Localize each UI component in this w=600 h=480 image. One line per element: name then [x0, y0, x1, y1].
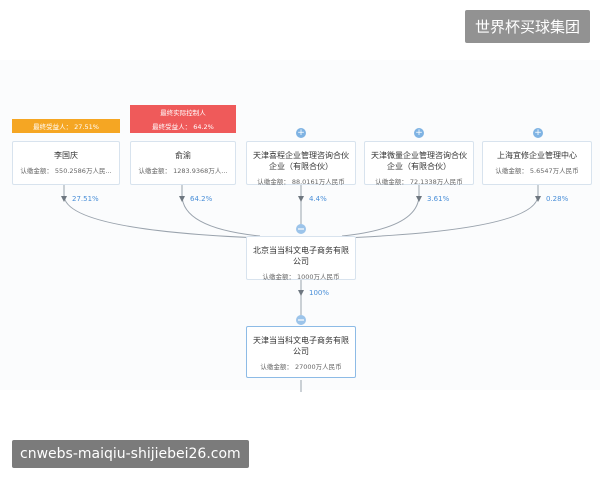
share-percent: 100%: [309, 289, 330, 297]
connector-1: [63, 185, 261, 239]
expand-icon[interactable]: +: [296, 128, 306, 138]
expand-icon[interactable]: +: [414, 128, 424, 138]
beneficiary-tag: 最终受益人： 27.51%: [12, 119, 120, 133]
company-name: 北京当当科文电子商务有限公司: [253, 246, 349, 266]
shareholder-name: 李国庆: [54, 151, 78, 160]
share-percent: 3.61%: [427, 195, 450, 203]
connector-5: [341, 185, 539, 239]
share-percent: 0.28%: [546, 195, 569, 203]
shareholder-node[interactable]: 上海宜修企业管理中心 认缴金额： 5.6547万人民币: [482, 141, 592, 185]
connector-4: [341, 185, 420, 237]
arrow-3: [298, 196, 304, 202]
connector-2: [181, 185, 261, 237]
arrow-2: [179, 196, 185, 202]
expand-icon[interactable]: +: [533, 128, 543, 138]
shareholder-name: 俞渝: [175, 151, 191, 160]
shareholder-capital: 认缴金额： 88.0161万人民币: [257, 178, 345, 186]
shareholder-node[interactable]: 天津微量企业管理咨询合伙企业（有限合伙） 认缴金额： 72.1338万人民币: [364, 141, 474, 186]
shareholder-name: 天津喜程企业管理咨询合伙企业（有限合伙）: [253, 151, 349, 171]
arrow-6: [298, 290, 304, 296]
shareholder-capital: 认缴金额： 5.6547万人民币: [495, 167, 579, 175]
share-percent: 27.51%: [72, 195, 99, 203]
shareholder-name: 天津微量企业管理咨询合伙企业（有限合伙）: [371, 151, 467, 171]
company-capital: 认缴金额： 1000万人民币: [262, 273, 340, 281]
shareholder-capital: 认缴金额： 1283.9368万人...: [138, 167, 228, 175]
watermark-bottom: cnwebs-maiqiu-shijiebei26.com: [12, 440, 249, 468]
company-capital: 认缴金额： 27000万人民币: [260, 363, 342, 371]
watermark-top: 世界杯买球集团: [464, 10, 590, 43]
controller-tag: 最终实际控制人: [130, 105, 236, 119]
beneficiary-tag: 最终受益人： 64.2%: [130, 119, 236, 133]
arrow-4: [416, 196, 422, 202]
company-node-middle[interactable]: 北京当当科文电子商务有限公司 认缴金额： 1000万人民币: [246, 236, 356, 281]
shareholder-capital: 认缴金额： 72.1338万人民币: [375, 178, 463, 186]
shareholder-node[interactable]: 俞渝 认缴金额： 1283.9368万人...: [130, 141, 236, 185]
company-name: 天津当当科文电子商务有限公司: [253, 336, 349, 356]
shareholder-name: 上海宜修企业管理中心: [497, 151, 577, 160]
company-node-target[interactable]: 天津当当科文电子商务有限公司 认缴金额： 27000万人民币: [246, 326, 356, 378]
shareholder-node[interactable]: 李国庆 认缴金额： 550.2586万人民...: [12, 141, 120, 185]
arrow-5: [535, 196, 541, 202]
shareholder-capital: 认缴金额： 550.2586万人民...: [20, 167, 112, 175]
share-percent: 64.2%: [190, 195, 213, 203]
arrow-1: [61, 196, 67, 202]
shareholder-node[interactable]: 天津喜程企业管理咨询合伙企业（有限合伙） 认缴金额： 88.0161万人民币: [246, 141, 356, 186]
share-percent: 4.4%: [309, 195, 327, 203]
